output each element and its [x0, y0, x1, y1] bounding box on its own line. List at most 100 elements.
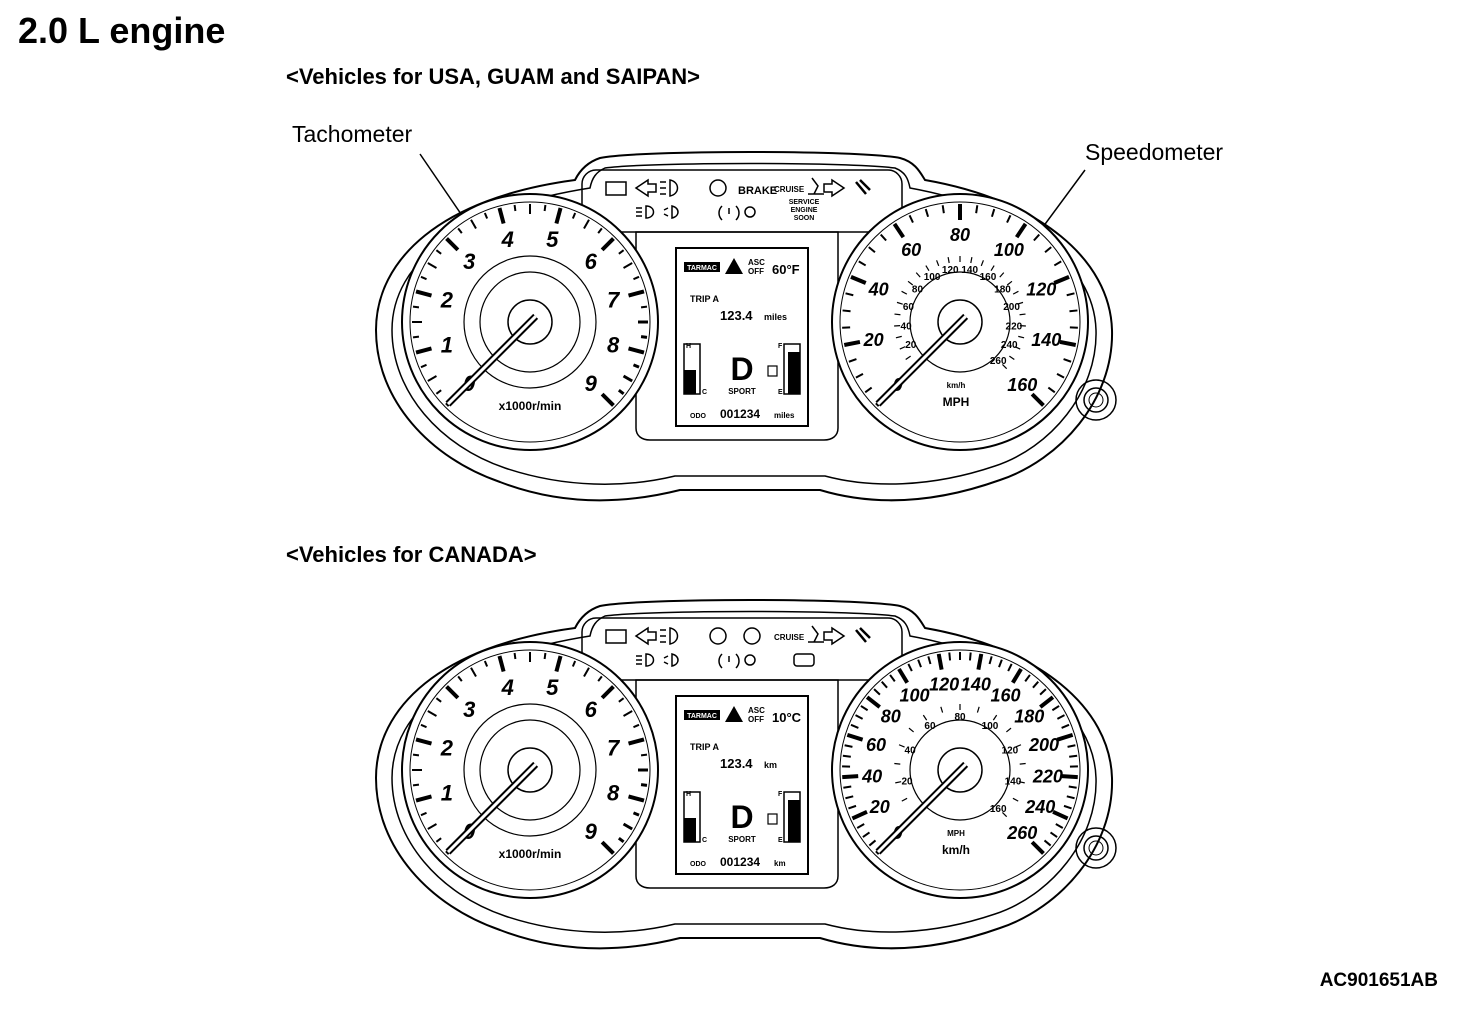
tachometer-tick	[633, 275, 640, 281]
speedometer-outer-tick	[1056, 372, 1065, 379]
tachometer-tick	[617, 836, 625, 844]
speedometer-inner-tick	[1009, 355, 1015, 360]
speedometer-outer-tick	[1030, 392, 1045, 407]
tachometer-number: 6	[585, 697, 598, 722]
tachometer-tick	[628, 737, 645, 746]
asc-off-label: OFF	[748, 715, 764, 724]
instrument-cluster-canada: CRUISE0123456789x1000r/min02040608010012…	[374, 599, 1117, 950]
warning-panel	[581, 617, 903, 681]
speedometer-inner-tick	[999, 272, 1005, 278]
tachometer-tick	[513, 652, 517, 660]
speedometer-inner-tick	[899, 346, 906, 350]
trip-knob-outer	[1075, 379, 1117, 421]
tachometer-tick	[583, 219, 590, 229]
speedometer-outer-number: 140	[961, 674, 991, 694]
temp-gauge-cold-label: C	[702, 389, 707, 396]
brake-warning-icon	[743, 627, 761, 645]
speedometer-outer-tick	[1053, 274, 1070, 285]
speedometer-outer-tick	[892, 222, 905, 239]
speedometer-inner-number: 200	[1003, 302, 1020, 313]
fuel-gauge-bar	[788, 800, 800, 842]
speedometer-outer-tick	[845, 795, 854, 800]
speedometer-inner-tick	[970, 256, 973, 264]
trip-knob-outer	[1075, 827, 1117, 869]
tachometer-needle-core	[446, 763, 537, 854]
speedometer-outer-tick	[848, 804, 857, 810]
speedometer-inner-tick	[980, 260, 984, 267]
speedometer-outer-tick	[907, 663, 913, 672]
speedometer-outer-tick	[1030, 840, 1045, 855]
speedometer-outer-number: 100	[994, 240, 1024, 260]
speedometer-outer-tick	[1051, 705, 1060, 712]
speedometer-outer-tick	[1033, 233, 1040, 242]
tachometer-dial-ring	[409, 649, 651, 891]
tire-pressure-icon	[718, 205, 740, 221]
tachometer-hub-ring-inner	[479, 719, 581, 821]
speedometer-outer-tick	[842, 774, 859, 780]
speedometer-outer-tick	[842, 754, 851, 758]
speedometer-inner-number: 60	[924, 721, 936, 732]
speedometer-outer-tick	[846, 732, 864, 742]
tachometer-hub-ring	[463, 703, 597, 837]
tachometer-tick	[420, 275, 427, 281]
speedometer-inner-number: 80	[912, 285, 924, 296]
speedometer-inner-number: 80	[954, 712, 966, 723]
drive-mode: SPORT	[728, 835, 756, 844]
temp-gauge-hot-label: H	[686, 791, 691, 798]
fuel-pump-icon	[767, 365, 778, 377]
temp-gauge-cold-label: C	[702, 837, 707, 844]
speedometer-outer-tick	[1049, 831, 1058, 838]
odometer-value: 001234	[720, 407, 760, 421]
speedometer-outer-tick	[843, 339, 861, 347]
service-engine-soon-label: ENGINE	[791, 207, 818, 214]
tachometer-number: 2	[440, 736, 454, 761]
speedometer-outer-tick	[844, 744, 853, 748]
tachometer-tick	[445, 685, 460, 700]
speedometer-needle-core	[876, 315, 967, 406]
tachometer-tick	[415, 794, 432, 803]
speedometer-outer-tick	[908, 214, 914, 223]
speedometer-outer-tick	[889, 674, 896, 682]
tarmac-badge	[684, 262, 720, 272]
speedometer-inner-tick	[1018, 335, 1025, 339]
front-fog-icon	[663, 653, 679, 667]
speedometer-outer-tick	[998, 659, 1003, 668]
speedometer-outer-tick	[862, 831, 871, 838]
speedometer-inner-tick	[895, 781, 902, 784]
asc-label: ASC	[748, 706, 765, 715]
tachometer-number: 3	[463, 697, 475, 722]
speedometer-dial-ring	[839, 201, 1081, 443]
tachometer-number: 2	[440, 288, 454, 313]
rear-fog-icon	[660, 627, 679, 645]
tachometer-tick	[483, 212, 489, 219]
front-fog-icon	[663, 205, 679, 219]
speedometer-inner-tick	[992, 714, 998, 721]
speedometer-inner-tick	[1018, 781, 1025, 784]
cluster-body: CRUISE0123456789x1000r/min02040608010012…	[374, 599, 1117, 950]
odometer-unit: miles	[774, 411, 795, 420]
odometer-value: 001234	[720, 855, 760, 869]
tachometer-unit-label: x1000r/min	[499, 399, 562, 413]
cluster-bezel-outline	[391, 162, 1097, 485]
tachometer-tick	[543, 204, 547, 212]
tachometer-tick	[457, 675, 463, 682]
tachometer-number: 4	[501, 675, 514, 700]
speedometer-inner-tick	[1002, 812, 1008, 818]
tachometer-tick	[412, 783, 420, 787]
gear-position: D	[730, 351, 753, 387]
tachometer-tick	[571, 212, 577, 219]
speedometer-inner-number: 20	[901, 777, 913, 788]
service-engine-soon-label: SERVICE	[789, 199, 820, 206]
tachometer-tick	[435, 837, 442, 843]
drive-mode: SPORT	[728, 387, 756, 396]
speedometer-inner-tick	[1005, 727, 1012, 733]
speedometer-outer-tick	[1043, 839, 1052, 847]
speedometer-inner-tick	[895, 335, 902, 339]
speedometer-inner-tick	[947, 256, 950, 264]
tachometer-needle-core	[446, 315, 537, 406]
tachometer-tick	[597, 675, 603, 682]
speedometer-outer-tick	[936, 653, 944, 671]
temp-gauge-bar	[684, 818, 696, 842]
speedometer-outer-tick	[1059, 339, 1077, 347]
speedometer-outer-tick	[1056, 714, 1065, 720]
